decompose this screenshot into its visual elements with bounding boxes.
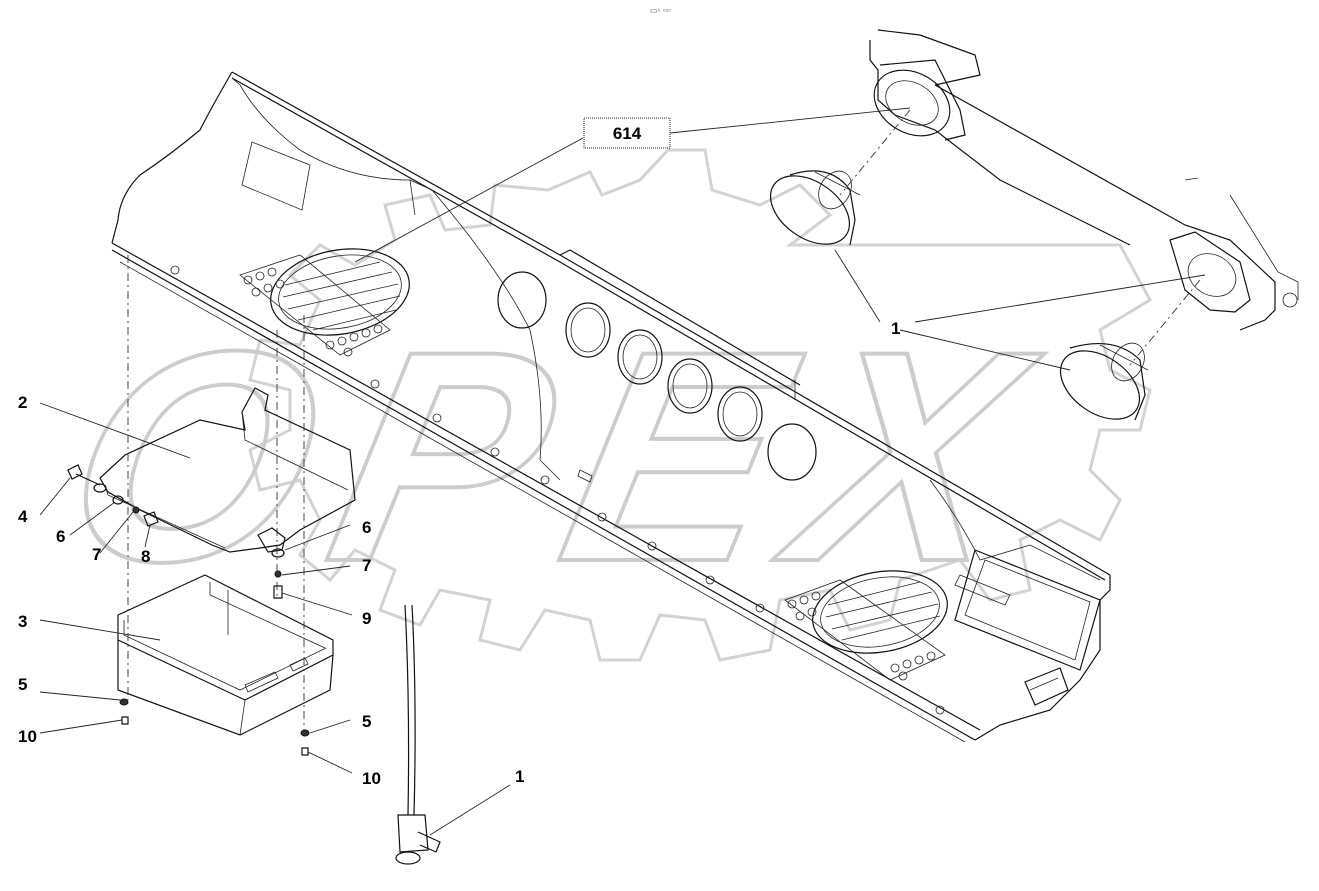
callout-5-left: 5 (18, 675, 27, 694)
callout-2: 2 (18, 393, 27, 412)
callout-7-right: 7 (362, 556, 371, 575)
callout-1-radio: 1 (891, 319, 900, 338)
dash-panel (111, 71, 1111, 743)
callout-7-left: 7 (92, 545, 101, 564)
callout-6-right: 6 (362, 518, 371, 537)
callout-1-antenna: 1 (515, 767, 524, 786)
callout-labels: 1 1 2 3 4 5 5 6 6 7 7 8 9 10 10 (18, 319, 900, 788)
header-mark: ▭▫ ▫▫▫ (650, 6, 671, 15)
callout-9: 9 (362, 609, 371, 628)
right-speaker-grille (784, 570, 948, 681)
callout-4: 4 (18, 507, 28, 526)
left-speaker-grille (239, 248, 410, 357)
flange-holes (170, 265, 945, 715)
speaker-bottom (1059, 342, 1149, 421)
callout-5-right: 5 (362, 712, 371, 731)
watermark-gear (248, 148, 1153, 662)
reference-box: 614 (583, 117, 671, 149)
gauge-holes (497, 271, 817, 481)
watermark: OPEX (40, 148, 1153, 662)
callout-10-left: 10 (18, 727, 37, 746)
speaker-beam (869, 29, 1299, 331)
storage-box (117, 574, 334, 736)
antenna (395, 604, 441, 865)
callout-8: 8 (141, 547, 150, 566)
leader-lines (39, 107, 1206, 836)
speaker-top (769, 170, 861, 246)
fasteners (67, 464, 310, 756)
callout-10-right: 10 (362, 769, 381, 788)
reference-label: 614 (613, 124, 642, 143)
radio-housing (954, 549, 1101, 706)
callout-6-left: 6 (56, 527, 65, 546)
callout-3: 3 (18, 612, 27, 631)
